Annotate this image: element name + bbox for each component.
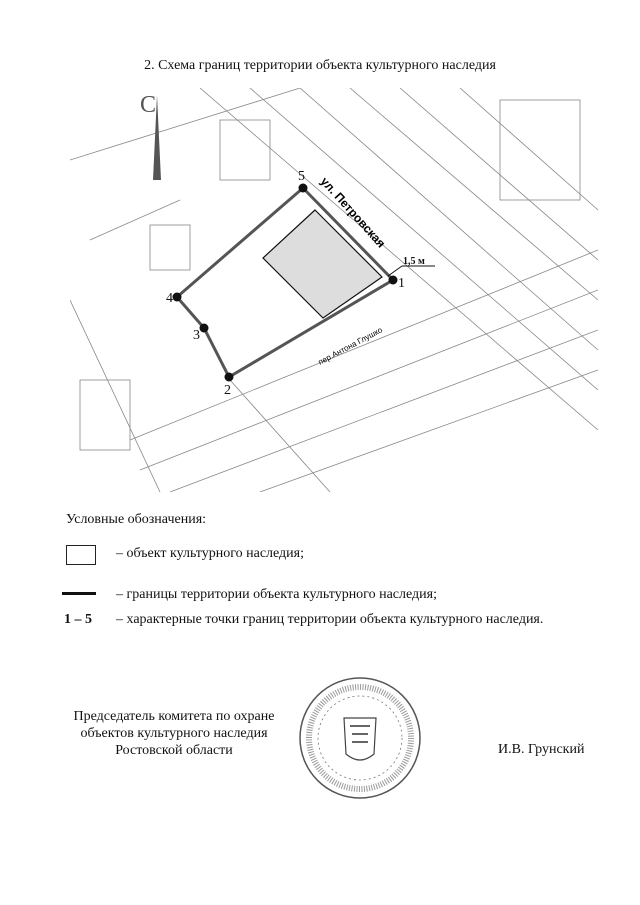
legend-text-boundary: – границы территории объекта культурного… bbox=[116, 587, 437, 602]
point-2 bbox=[224, 372, 234, 382]
point-label-1: 1 bbox=[398, 276, 405, 291]
legend-symbol-boundary bbox=[62, 592, 96, 595]
legend-text-object: – объект культурного наследия; bbox=[116, 546, 304, 561]
point-label-5: 5 bbox=[298, 169, 305, 184]
offset-leader-line bbox=[387, 265, 403, 277]
point-1 bbox=[388, 275, 398, 285]
offset-label: 1,5 м bbox=[403, 256, 425, 267]
point-label-2: 2 bbox=[224, 383, 231, 398]
north-label: С bbox=[140, 92, 156, 118]
page-title: 2. Схема границ территории объекта культ… bbox=[144, 58, 496, 73]
coat-of-arms-icon bbox=[343, 717, 377, 761]
signatory-position: Председатель комитета по охране объектов… bbox=[73, 709, 275, 758]
boundary-map: 1 2 3 4 5 С 1,5 м ул. Петровская пер.Ант… bbox=[70, 88, 598, 492]
legend-symbol-object bbox=[66, 545, 96, 565]
point-3 bbox=[199, 323, 209, 333]
point-4 bbox=[172, 292, 182, 302]
point-label-4: 4 bbox=[166, 291, 173, 306]
territory-boundary bbox=[174, 185, 395, 380]
lane-label: пер.Антона Глушко bbox=[317, 325, 385, 367]
legend-text-points: – характерные точки границ территории об… bbox=[116, 612, 544, 627]
point-5 bbox=[298, 183, 308, 193]
legend-title: Условные обозначения: bbox=[66, 512, 207, 527]
official-stamp bbox=[299, 677, 421, 799]
boundary-points bbox=[172, 183, 398, 382]
point-label-3: 3 bbox=[193, 328, 200, 343]
signatory-name: И.В. Грунский bbox=[498, 742, 585, 757]
north-arrow-icon bbox=[153, 95, 161, 180]
legend-symbol-points: 1 – 5 bbox=[64, 612, 92, 627]
map-background-lines bbox=[70, 88, 598, 492]
heritage-object-building bbox=[262, 209, 383, 319]
